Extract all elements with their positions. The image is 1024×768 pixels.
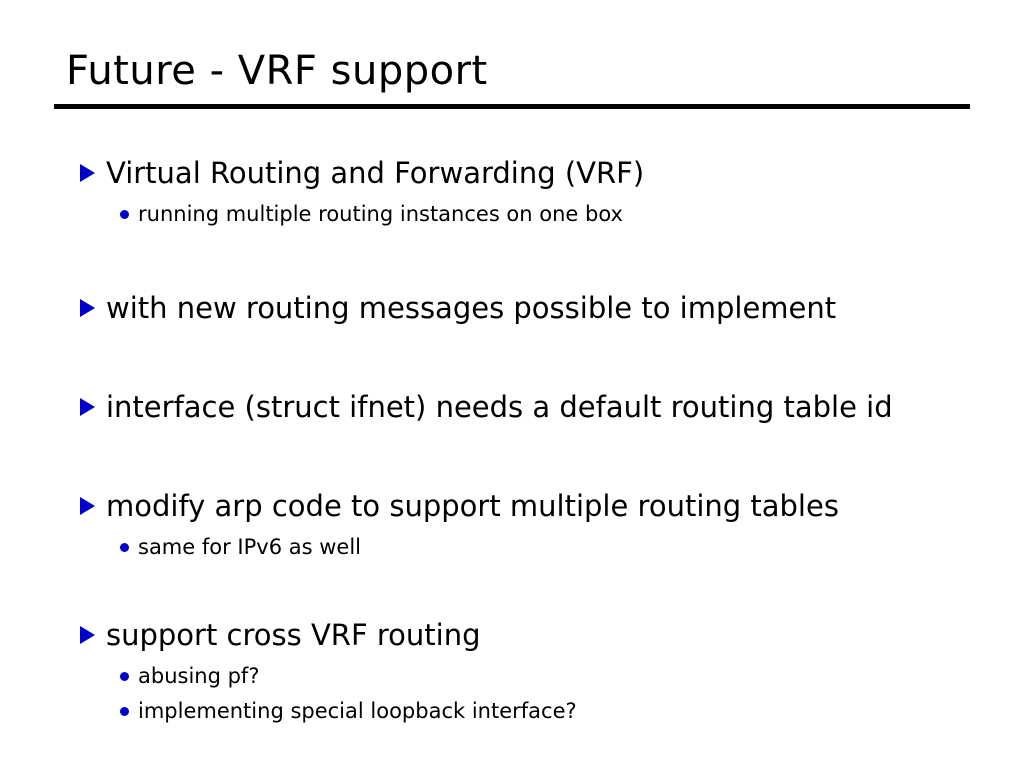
dot-bullet-icon [120,210,129,220]
bullet-text: modify arp code to support multiple rout… [106,488,839,523]
bullet-item: with new routing messages possible to im… [80,288,970,329]
triangle-bullet-icon [80,625,95,644]
bullet-text: with new routing messages possible to im… [106,290,837,325]
triangle-bullet-icon [80,496,95,515]
title-underline [54,104,970,109]
bullet-group-interface: interface (struct ifnet) needs a default… [80,387,970,428]
sub-bullet-item: same for IPv6 as well [120,532,970,562]
sub-bullet-text: abusing pf? [138,663,260,688]
triangle-bullet-icon [80,298,95,317]
bullet-item: support cross VRF routing [80,615,970,656]
page-title: Future - VRF support [66,48,488,94]
dot-bullet-icon [120,671,129,681]
sub-bullet-item: running multiple routing instances on on… [120,199,970,229]
bullet-item: modify arp code to support multiple rout… [80,486,970,527]
bullet-group-arp: modify arp code to support multiple rout… [80,486,970,563]
bullet-group-cross-vrf: support cross VRF routing abusing pf? im… [80,615,970,727]
dot-bullet-icon [120,707,129,717]
bullet-text: support cross VRF routing [106,617,481,652]
slide-content: Virtual Routing and Forwarding (VRF) run… [54,153,970,727]
bullet-group-routing-messages: with new routing messages possible to im… [80,288,970,329]
bullet-text: interface (struct ifnet) needs a default… [106,389,893,424]
dot-bullet-icon [120,543,129,553]
bullet-item: Virtual Routing and Forwarding (VRF) [80,153,970,194]
bullet-text: Virtual Routing and Forwarding (VRF) [106,156,645,190]
triangle-bullet-icon [80,164,95,182]
sub-bullet-item: abusing pf? [120,661,970,691]
triangle-bullet-icon [80,397,95,416]
sub-bullet-text: implementing special loopback interface? [138,699,577,724]
bullet-item: interface (struct ifnet) needs a default… [80,387,970,428]
sub-bullet-item: implementing special loopback interface? [120,696,970,726]
bullet-group-vrf: Virtual Routing and Forwarding (VRF) run… [80,153,970,230]
sub-bullet-text: same for IPv6 as well [138,535,361,560]
sub-bullet-text: running multiple routing instances on on… [138,202,623,227]
